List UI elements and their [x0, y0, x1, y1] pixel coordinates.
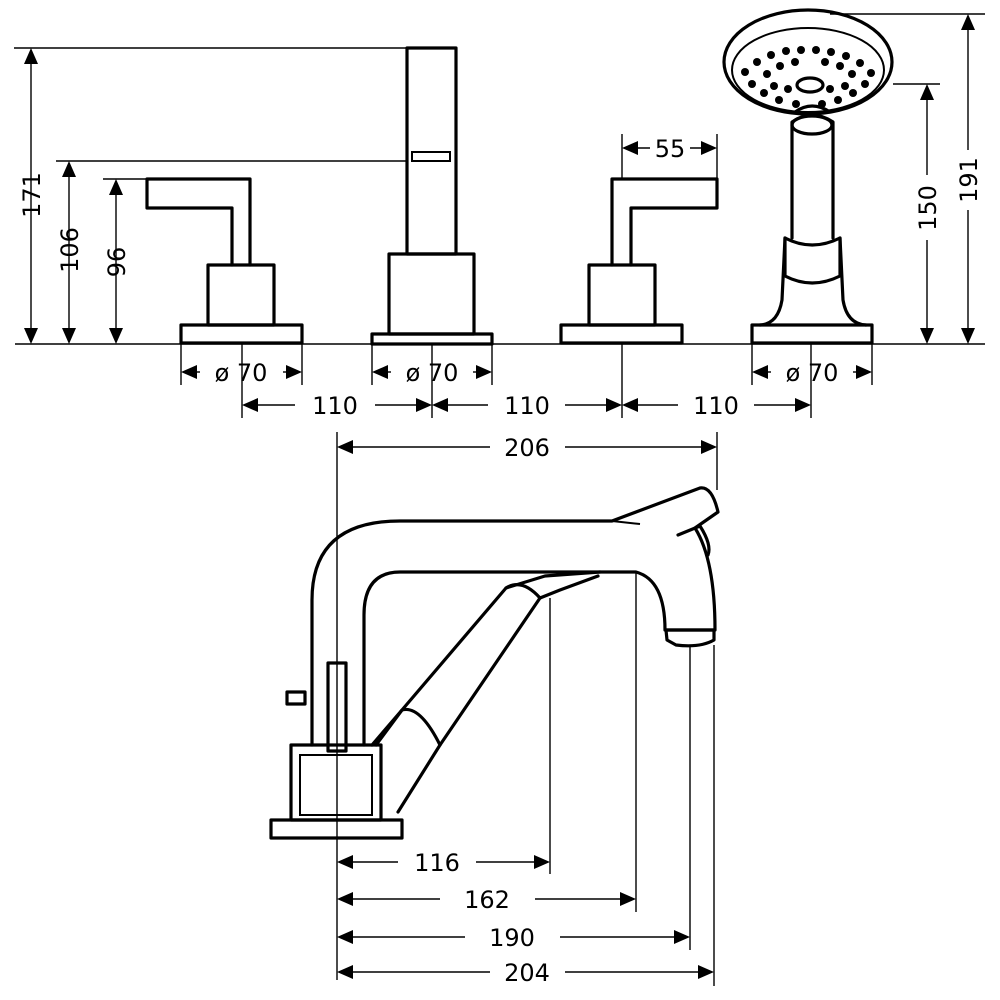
hand-shower — [722, 8, 894, 345]
dim-spacing-3-label: 110 — [693, 392, 739, 420]
shower-nozzles — [741, 46, 875, 108]
dim-96-label: 96 — [103, 247, 131, 278]
dim-spacing-1-label: 110 — [312, 392, 358, 420]
dim-116-label: 116 — [414, 849, 460, 877]
dim-55-label: 55 — [655, 135, 686, 163]
dim-spacing-2-label: 110 — [504, 392, 550, 420]
side-view-spout — [269, 486, 720, 840]
dim-191-label: 191 — [955, 157, 983, 203]
right-handle-valve — [559, 177, 719, 345]
side-view-dimensions — [336, 432, 718, 986]
dim-dia-left-label: ø 70 — [215, 359, 268, 387]
dim-106-label: 106 — [56, 227, 84, 273]
dim-206-label: 206 — [504, 434, 550, 462]
dim-162-label: 162 — [464, 886, 510, 914]
dim-dia-spout-label: ø 70 — [406, 359, 459, 387]
dim-150-label: 150 — [914, 185, 942, 231]
dim-204-label: 204 — [504, 959, 550, 987]
dim-dia-shower-label: ø 70 — [786, 359, 839, 387]
front-view-dimensions — [14, 13, 985, 418]
dim-190-label: 190 — [489, 924, 535, 952]
spout-body — [370, 46, 494, 346]
left-handle-valve — [145, 177, 304, 345]
dim-171-label: 171 — [18, 172, 46, 218]
